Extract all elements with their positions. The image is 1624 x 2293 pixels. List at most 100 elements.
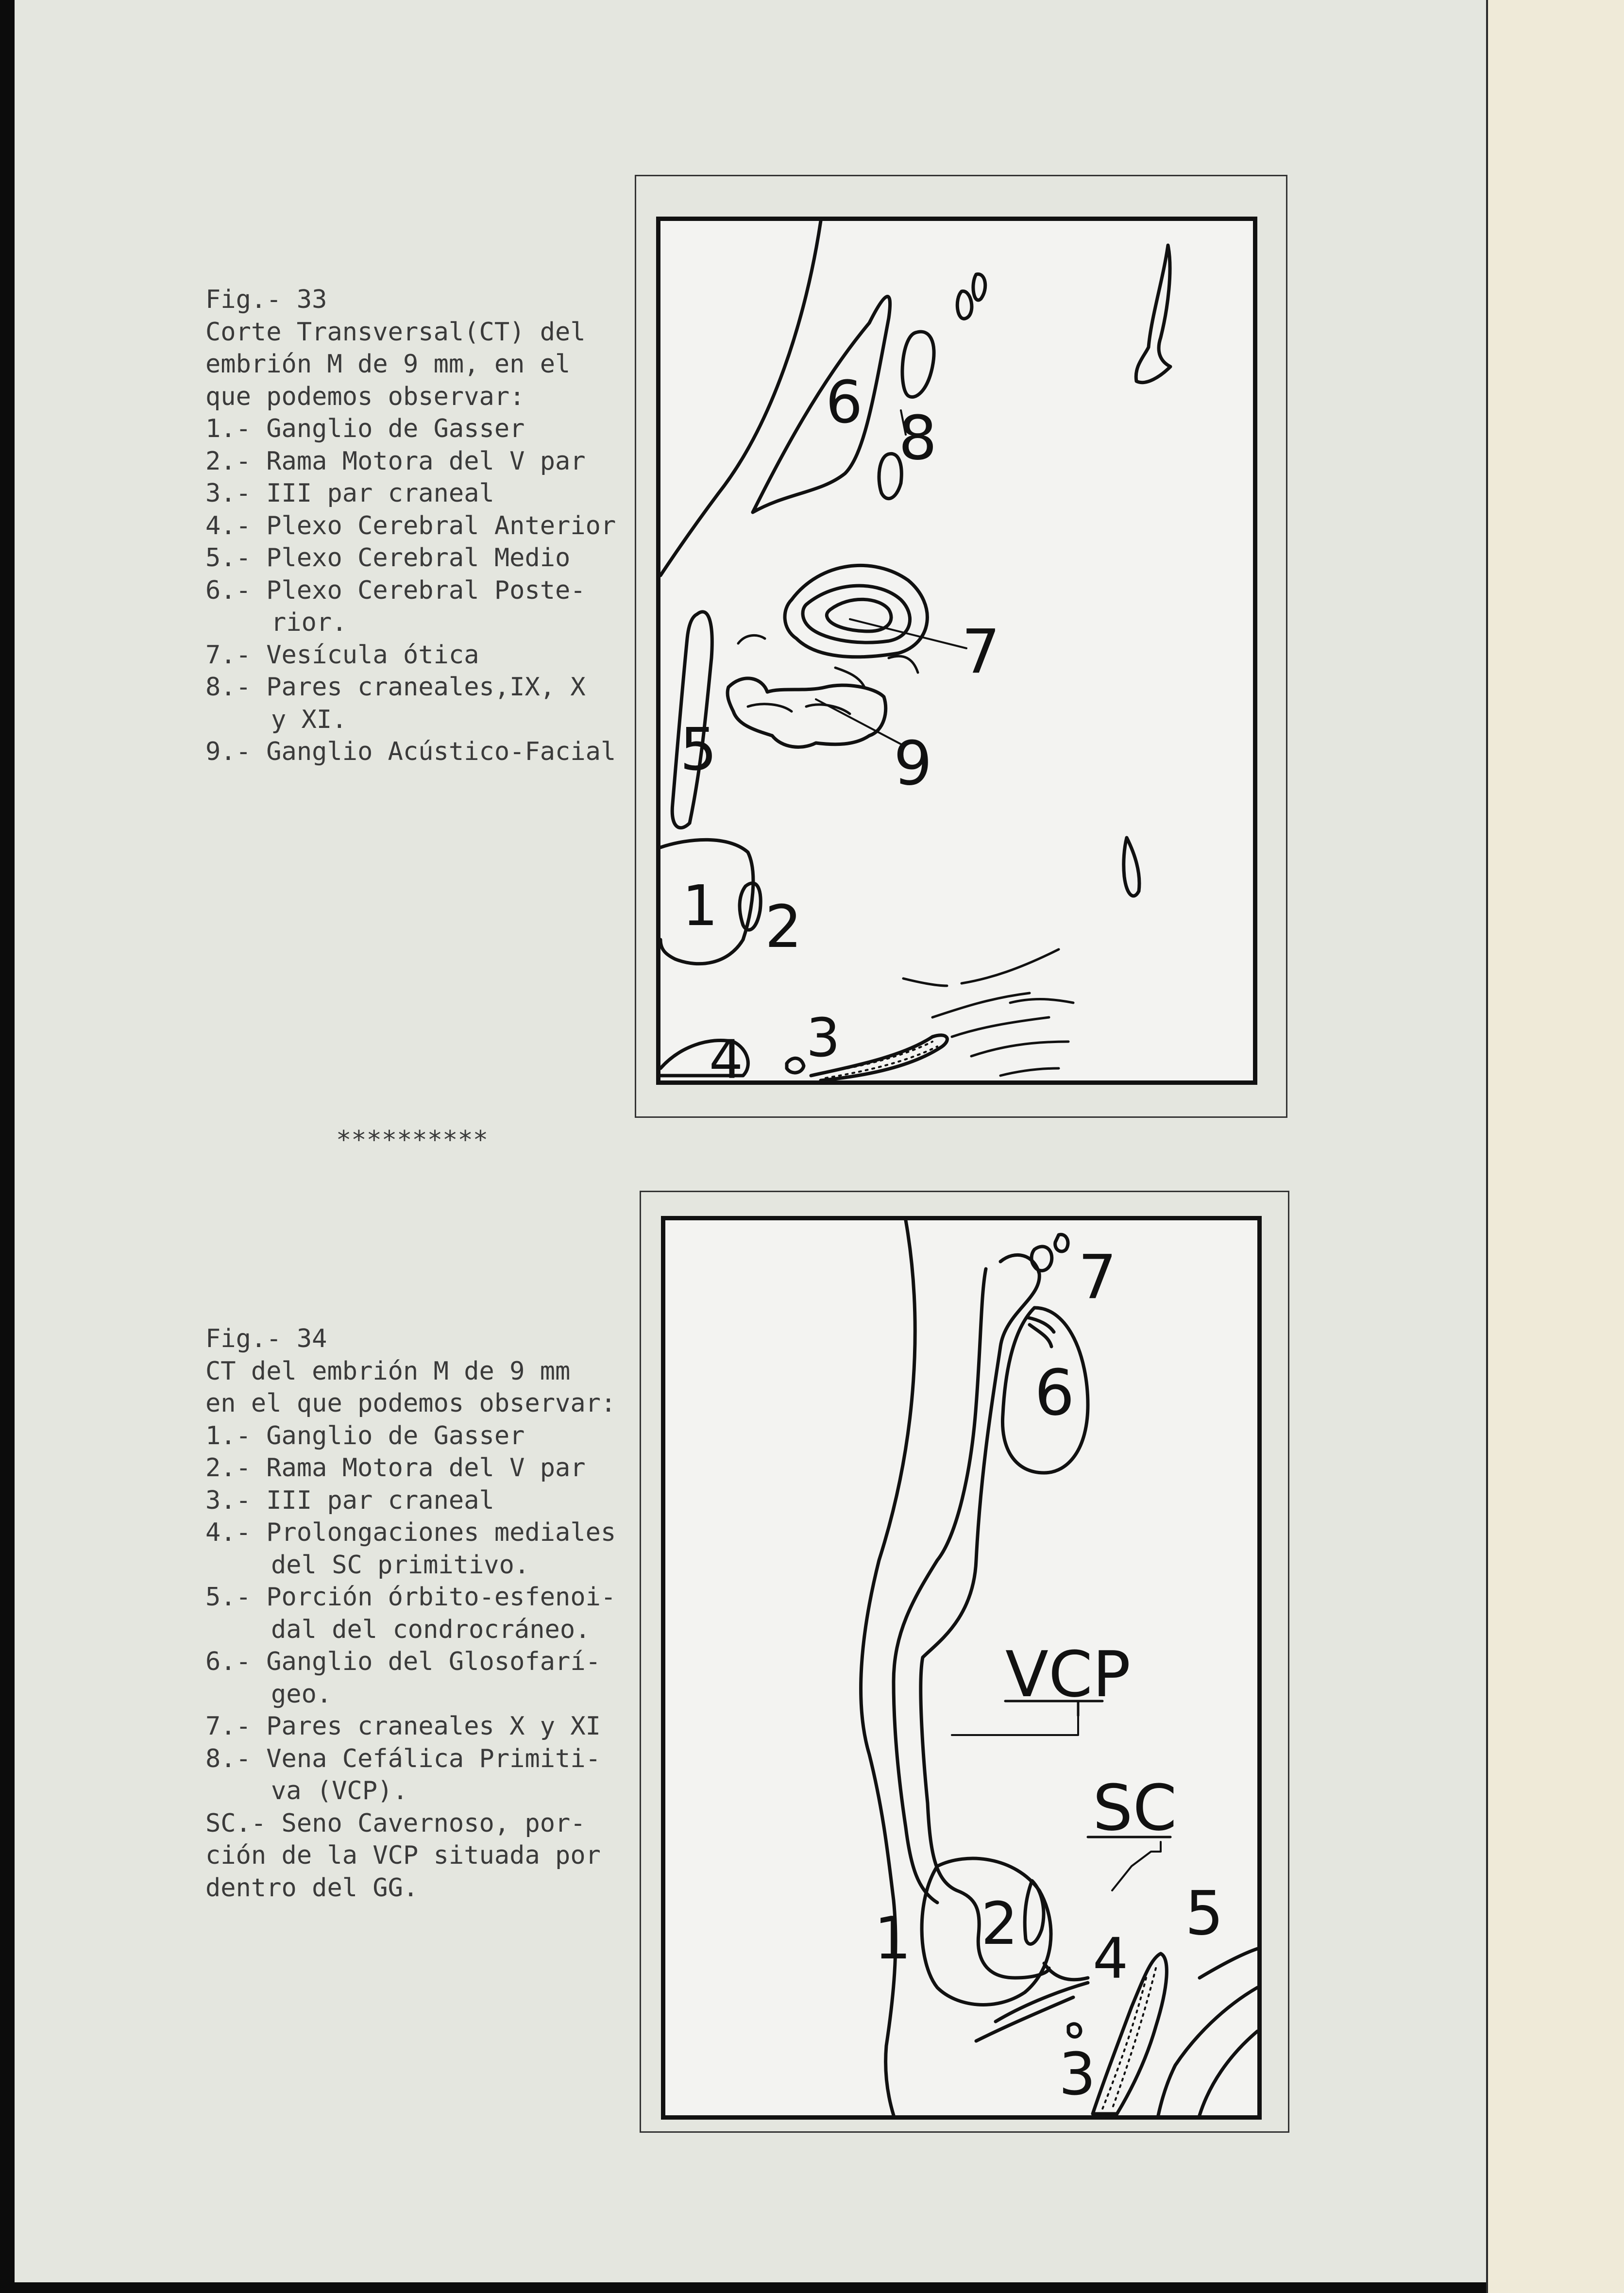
figure-label-7: 7 — [962, 617, 1000, 687]
cranial-nerve-3-outline — [785, 1056, 806, 1075]
figure-33-intro-line: que podemos observar: — [205, 382, 525, 411]
legend-item: 4.- Prolongaciones mediales del SC primit… — [205, 1517, 616, 1581]
orbital-contour — [1156, 1947, 1257, 2115]
figure-label-sc: SC — [1093, 1771, 1177, 1845]
legend-item: 9.- Ganglio Acústico-Facial — [205, 736, 616, 768]
legend-item-text: 4.- Plexo Cerebral Anterior — [205, 511, 616, 540]
plexus-5-outline — [670, 610, 714, 829]
paper-edge-strip — [1486, 0, 1624, 2293]
primitive-head-vein-outline — [919, 1253, 1051, 1980]
legend-item-text: 2.- Rama Motora del V par — [205, 1453, 586, 1483]
legend-item-text: 5.- Porción órbito-esfenoi- — [205, 1583, 616, 1612]
label-underline — [1004, 1700, 1104, 1717]
legend-item: 6.- Ganglio del Glosofarí-geo. — [205, 1646, 616, 1710]
motor-root-outline — [738, 881, 762, 932]
figure-34-intro-line: CT del embrión M de 9 mm — [205, 1356, 571, 1386]
legend-item: 5.- Porción órbito-esfenoi-dal del condr… — [205, 1581, 616, 1646]
legend-item-text: 6.- Ganglio del Glosofarí- — [205, 1647, 601, 1676]
figure-label-1: 1 — [874, 1905, 911, 1973]
legend-item: 1.- Ganglio de Gasser — [205, 413, 616, 445]
figure-label-7: 7 — [1078, 1242, 1117, 1313]
figure-label-4: 4 — [709, 1028, 743, 1085]
small-vessel-outline — [971, 272, 987, 302]
legend-item-text: 1.- Ganglio de Gasser — [205, 414, 525, 443]
vein-outline — [1134, 243, 1172, 385]
legend-item-text: 3.- III par craneal — [205, 1485, 494, 1515]
figure-34-outro-line: dentro del GG. — [205, 1873, 419, 1903]
legend-item: 6.- Plexo Cerebral Poste-rior. — [205, 574, 616, 639]
legend-item-continuation: rior. — [271, 608, 347, 637]
acoustic-ganglion-outline — [726, 676, 888, 749]
legend-item: 7.- Vesícula ótica — [205, 639, 616, 672]
figure-34-caption: Fig.- 34 CT del embrión M de 9 mm en el … — [205, 1323, 616, 1904]
nerve-8-upper-outline — [900, 330, 936, 399]
figure-label-2: 2 — [765, 894, 802, 961]
arrow-line — [1111, 1841, 1162, 1891]
cranial-nerve-3-outline — [1066, 2022, 1083, 2039]
figure-label-vcp: VCP — [1005, 1637, 1131, 1711]
figure-label-3: 3 — [1059, 2041, 1096, 2108]
otic-vesicle-inner-outline — [825, 597, 893, 633]
pointer-line — [849, 618, 967, 649]
otic-vesicle-outer-outline — [783, 563, 929, 659]
pointer-line — [815, 698, 904, 746]
legend-item: 3.- III par craneal — [205, 477, 616, 510]
figure-label-5: 5 — [680, 716, 717, 784]
legend-item: 2.- Rama Motora del V par — [205, 1452, 616, 1484]
figure-label-6: 6 — [826, 369, 863, 437]
figure-33-drawing: 6 8 7 9 5 1 2 4 3 — [656, 217, 1257, 1085]
legend-item-text: 8.- Pares craneales,IX, X — [205, 673, 586, 702]
figure-34-title: Fig.- 34 — [205, 1324, 327, 1353]
figure-label-4: 4 — [1093, 1926, 1128, 1991]
figure-label-9: 9 — [894, 728, 932, 799]
legend-item: 4.- Plexo Cerebral Anterior — [205, 510, 616, 542]
glossopharyngeal-ganglion-outline — [1000, 1306, 1090, 1475]
legend-item: 3.- III par craneal — [205, 1484, 616, 1517]
figure-33-intro-line: embrión M de 9 mm, en el — [205, 350, 571, 379]
figure-label-5: 5 — [1185, 1878, 1224, 1949]
gasser-ganglion-outline — [660, 838, 755, 966]
nerves-x-xi-outline — [1053, 1232, 1070, 1253]
gasser-ganglion-outline — [920, 1856, 1053, 2006]
pointer-line — [900, 409, 907, 436]
chondrocranium-stipple — [1101, 1967, 1157, 2110]
right-small-vessel-outline — [1122, 836, 1141, 898]
legend-item: 1.- Ganglio de Gasser — [205, 1420, 616, 1452]
brain-wall-outline — [859, 1220, 917, 2115]
ganglion-texture — [737, 634, 919, 715]
mesenchyme-strokes — [902, 948, 1075, 1077]
figure-34-drawing: VCP SC 6 7 2 1 4 5 3 — [661, 1216, 1262, 2120]
legend-item-text: 3.- III par craneal — [205, 479, 494, 508]
chondrocranium-outline — [1091, 1952, 1168, 2115]
figure-label-2: 2 — [981, 1890, 1018, 1958]
figure-34-mount-frame — [640, 1191, 1289, 2133]
legend-item-continuation: dal del condrocráneo. — [271, 1615, 591, 1644]
legend-item-continuation: del SC primitivo. — [271, 1550, 530, 1580]
cavernous-sinus-prolongation-outline — [974, 1961, 1090, 2043]
nerves-x-xi-outline — [1030, 1245, 1054, 1273]
figure-label-6: 6 — [1034, 1356, 1075, 1430]
section-separator: ********** — [336, 1126, 489, 1155]
figure-33-title: Fig.- 33 — [205, 285, 327, 314]
plexus-4-outline — [660, 1039, 750, 1078]
figure-label-8: 8 — [898, 403, 937, 473]
legend-item-text: 5.- Plexo Cerebral Medio — [205, 543, 571, 573]
figure-34-intro-line: en el que podemos observar: — [205, 1389, 616, 1418]
legend-item-text: 8.- Vena Cefálica Primiti- — [205, 1744, 601, 1773]
small-vessel-outline — [955, 289, 974, 320]
legend-item: 2.- Rama Motora del V par — [205, 445, 616, 478]
arrow-line — [951, 1715, 1079, 1736]
figure-label-3: 3 — [806, 1007, 840, 1069]
legend-item-text: 2.- Rama Motora del V par — [205, 446, 586, 476]
legend-item-text: 4.- Prolongaciones mediales — [205, 1518, 616, 1547]
legend-item-text: 9.- Ganglio Acústico-Facial — [205, 737, 616, 766]
otic-vesicle-middle-outline — [801, 584, 912, 644]
legend-item: 5.- Plexo Cerebral Medio — [205, 542, 616, 574]
legend-item: 8.- Vena Cefálica Primiti-va (VCP). — [205, 1743, 616, 1807]
brain-wall-outline — [660, 221, 823, 577]
chondrocranium-stipple — [820, 1041, 938, 1079]
chondrocranium-strip-outline — [809, 1033, 949, 1080]
legend-item-continuation: y XI. — [271, 705, 347, 734]
plexus-6-outline — [751, 295, 892, 514]
legend-item-text: 6.- Plexo Cerebral Poste- — [205, 575, 586, 605]
